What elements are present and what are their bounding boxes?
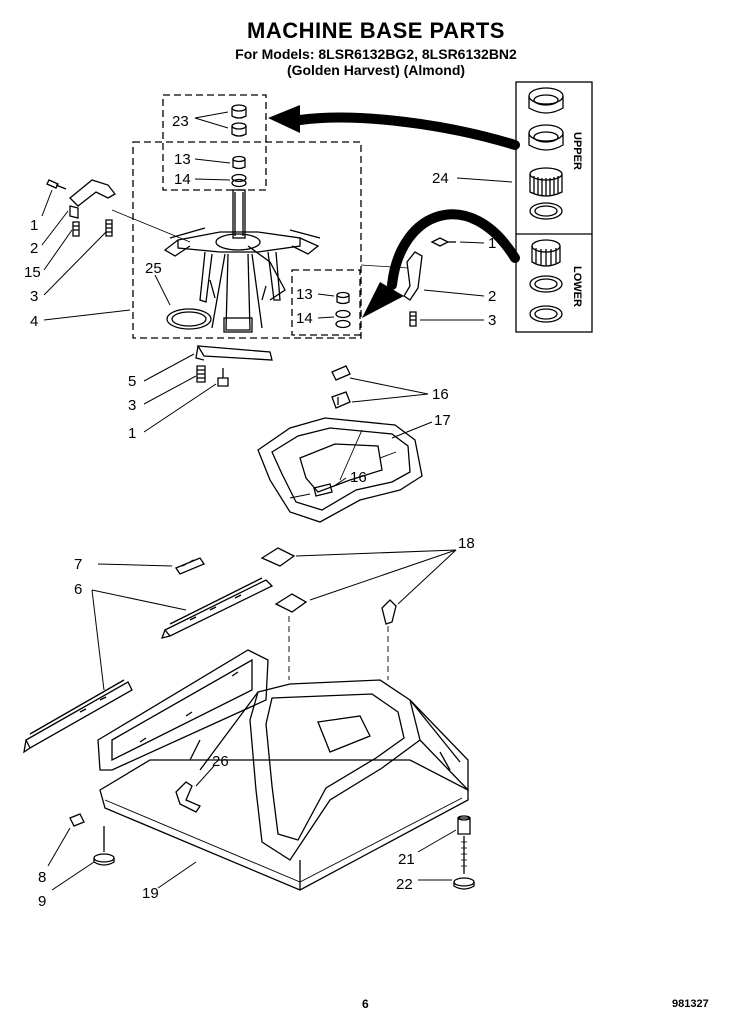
upper-bushing-2 [528,124,564,151]
part-17-pump-mount [257,417,423,523]
callout-7: 7 [74,556,82,573]
page-title: MACHINE BASE PARTS [247,18,505,43]
callout-24: 24 [432,170,449,187]
part-6-support-rail-lower [23,679,133,754]
callout-14-upper: 14 [174,171,191,188]
callout-14-right: 14 [296,310,313,327]
part-25-seal-ring [166,308,212,330]
callout-3-left: 3 [30,288,38,305]
upper-bushing-1 [528,87,564,114]
part-21-leg-nut [457,815,471,835]
kit-arrow-lower [362,209,520,318]
callout-1-left: 1 [30,217,38,234]
callout-25: 25 [145,260,162,277]
part-1-bolt-lower [217,368,229,387]
callout-23: 23 [172,113,189,130]
lower-ring-1 [529,275,563,293]
callout-13-right: 13 [296,286,313,303]
callout-19: 19 [142,885,159,902]
callout-3-lower: 3 [128,397,136,414]
transmission-assembly [163,189,321,333]
callout-22: 22 [396,876,413,893]
part-19-machine-base [97,649,469,891]
part-14-ring-right [335,309,351,329]
callout-26: 26 [212,753,229,770]
upper-ring [529,202,563,220]
kit-arrow-upper [268,105,520,150]
part-23-bushing [231,104,247,137]
callout-2-right: 2 [488,288,496,305]
part-13-bearing [232,155,246,170]
callout-21: 21 [398,851,415,868]
page-number: 6 [362,997,369,1011]
callout-1-right: 1 [488,235,496,252]
drive-assembly-box [132,141,362,339]
bushing-box-right [291,269,361,336]
callout-1-lower: 1 [128,425,136,442]
leader-lines [41,111,513,891]
part-5-strap [195,345,273,361]
callout-8: 8 [38,869,46,886]
part-9-leveling-leg [93,826,115,866]
callout-16-lower: 16 [350,469,367,486]
lower-gear [531,239,561,267]
part-7-clip [175,557,205,575]
lower-ring-2 [529,305,563,323]
part-8-leg-cap [69,813,85,827]
kit-label-lower: LOWER [571,266,583,307]
callout-15: 15 [24,264,41,281]
part-18-corner-upper [260,547,296,567]
callout-6: 6 [74,581,82,598]
callout-4: 4 [30,313,38,330]
document-code: 981327 [672,998,709,1010]
model-colors: (Golden Harvest) (Almond) [286,62,466,78]
kit-label-upper: UPPER [571,132,583,170]
callout-3-right: 3 [488,312,496,329]
left-bracket-hardware [46,179,191,243]
callout-18: 18 [458,535,475,552]
callout-9: 9 [38,893,46,910]
upper-gear [529,167,563,197]
part-16-pins [313,365,351,497]
bushing-kit [515,81,593,333]
model-numbers: For Models: 8LSR6132BG2, 8LSR6132BN2 [235,46,517,62]
right-bracket-hardware [360,237,456,327]
callout-16-upper: 16 [432,386,449,403]
callout-5: 5 [128,373,136,390]
callout-17: 17 [434,412,451,429]
part-3-spring-lower [196,365,206,383]
part-6-support-rail-upper [160,577,274,639]
part-22-leveling-leg [453,836,475,890]
part-14-ring [231,173,247,188]
callout-2-left: 2 [30,240,38,257]
part-18-corner-middle [274,593,308,613]
part-26-clip [175,781,201,813]
part-13-bearing-right [336,291,350,305]
callout-13-upper: 13 [174,151,191,168]
part-18-corner-right [381,599,397,625]
